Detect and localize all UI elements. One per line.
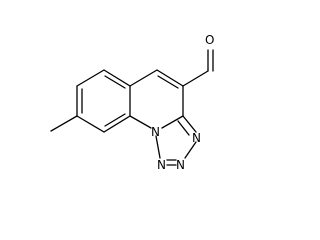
bond-c5-c6 [76, 69, 105, 87]
pyridine-ring [129, 69, 184, 129]
nitrogen-label-n4: N [192, 131, 201, 145]
bond-n2-n1 [155, 135, 161, 159]
methyl-bond [50, 115, 78, 132]
bond-c4a-c5 [103, 69, 131, 87]
tetrazole-ring [155, 115, 197, 166]
bond-c7-c8 [76, 115, 105, 133]
bond-c8-c8a-inner [104, 113, 126, 127]
nitrogen-label-bridgehead: N [151, 125, 160, 139]
nitrogen-label-n3: N [176, 158, 185, 172]
bond-c4-c3 [156, 69, 184, 87]
bond-c3a-n4 [182, 115, 197, 133]
benzene-ring [76, 69, 131, 133]
nitrogen-label-n2: N [157, 158, 166, 172]
bond-c4a-c5-inner [104, 75, 126, 89]
bond-n4-n3 [184, 141, 197, 159]
chemical-structure: O N N N N [50, 33, 214, 172]
oxygen-label: O [205, 33, 214, 47]
bond-c4a-c4 [129, 69, 158, 87]
bond-c3-cho [182, 70, 209, 87]
aldehyde-group [182, 49, 214, 87]
bond-c3a-n [161, 115, 184, 129]
bond-c3a-n4-inner [177, 120, 190, 136]
bond-c8-c8a [103, 115, 131, 133]
bond-n-c8a [129, 115, 152, 129]
bond-c4-c3-inner [157, 75, 179, 89]
